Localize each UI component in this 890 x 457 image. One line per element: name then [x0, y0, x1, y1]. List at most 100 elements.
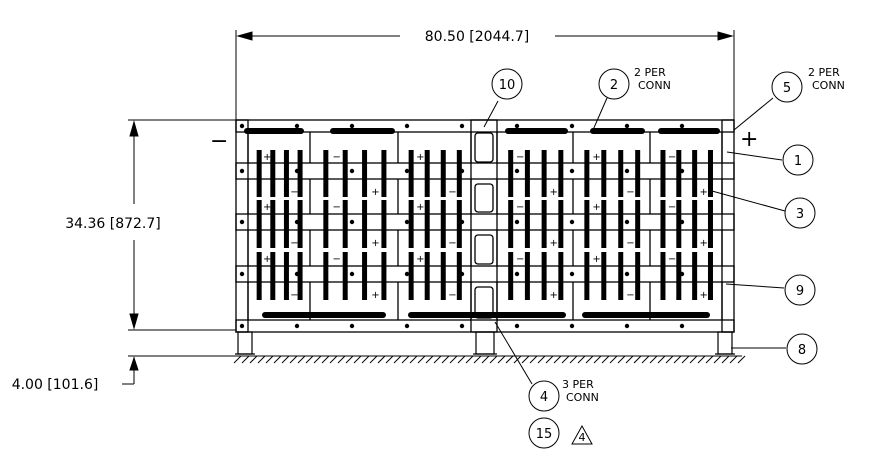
cell-terminal-post: [707, 252, 713, 300]
top-strap: [505, 128, 568, 134]
cell-terminal-post: [270, 200, 276, 248]
connector-straps: [244, 128, 720, 318]
floor-hatch-stroke: [233, 355, 242, 364]
rack-negative-terminal-label: −: [210, 129, 228, 154]
floor-hatch-stroke: [585, 355, 594, 364]
cell-terminal-post: [541, 150, 547, 197]
floor-hatch-stroke: [561, 355, 570, 364]
balloon-5-note-line2: CONN: [812, 79, 845, 92]
floor-hatch-stroke: [409, 355, 418, 364]
cell-terminal-post: [707, 150, 713, 197]
floor-hatch-stroke: [337, 355, 346, 364]
floor-hatch-stroke: [481, 355, 490, 364]
rail-bolt: [239, 168, 245, 174]
cell-terminal-post: [558, 200, 564, 248]
floor-hatch-stroke: [369, 355, 378, 364]
floor-hatch-stroke: [593, 355, 602, 364]
cell-polarity-mark: +: [371, 290, 379, 301]
rail-bolt: [294, 123, 300, 129]
rail-bolt: [239, 219, 245, 225]
rail-bolt: [404, 123, 410, 129]
floor-hatch-stroke: [313, 355, 322, 364]
cell-terminal-post: [440, 200, 446, 248]
cell-terminal-post: [456, 252, 462, 300]
rack-foot: [475, 331, 495, 355]
cell-terminal-post: [424, 150, 430, 197]
height-dimension: [128, 119, 236, 331]
balloon-2-note-line1: 2 PER: [634, 66, 666, 79]
rack-rail: [235, 319, 735, 333]
rail-bolt: [624, 168, 630, 174]
cell-terminal-post: [692, 150, 698, 197]
rack-positive-terminal-label: +: [740, 127, 758, 152]
floor-hatch-stroke: [425, 355, 434, 364]
rack-feet: [235, 331, 735, 355]
cell-polarity-mark: −: [516, 152, 524, 163]
balloon-4: 4: [540, 390, 548, 405]
upright-window: [474, 183, 494, 213]
cell-polarity-mark: −: [626, 290, 634, 301]
floor-hatch-stroke: [345, 355, 354, 364]
floor-hatch-stroke: [249, 355, 258, 364]
cell-terminal-post: [635, 252, 641, 300]
cell-polarity-mark: +: [592, 202, 600, 213]
floor-hatch-stroke: [329, 355, 338, 364]
cell-terminal-post: [408, 252, 414, 300]
cell-terminal-post: [381, 252, 387, 300]
rail-bolt: [624, 219, 630, 225]
rail-bolt: [624, 323, 630, 329]
cell-terminal-post: [692, 200, 698, 248]
cell-polarity-mark: +: [371, 238, 379, 249]
rail-bolt: [569, 123, 575, 129]
floor-hatch-stroke: [609, 355, 618, 364]
cell-terminal-post: [601, 252, 607, 300]
rail-bolt: [239, 323, 245, 329]
floor-hatch-stroke: [625, 355, 634, 364]
balloon-8: 8: [798, 343, 806, 358]
floor-hatch-stroke: [361, 355, 370, 364]
floor-hatch-stroke: [281, 355, 290, 364]
floor-hatch-stroke: [617, 355, 626, 364]
revision-flag-label: 4: [579, 431, 586, 444]
floor-hatch-stroke: [641, 355, 650, 364]
balloon-9: 9: [796, 284, 804, 299]
cell-polarity-mark: +: [700, 238, 708, 249]
cell-terminal-post: [408, 150, 414, 197]
cell-terminal-post: [635, 150, 641, 197]
rail-bolt: [679, 323, 685, 329]
balloon-3: 3: [796, 207, 804, 222]
cell-terminal-post: [601, 200, 607, 248]
callout-leaders: [483, 97, 786, 385]
cell-terminal-post: [342, 252, 348, 300]
upright-window: [474, 132, 494, 163]
rail-bolt: [514, 271, 520, 277]
floor-hatch-stroke: [649, 355, 658, 364]
standoff-dimension-label: 4.00 [101.6]: [12, 377, 99, 393]
cell-terminal-post: [524, 252, 530, 300]
floor-hatch-stroke: [529, 355, 538, 364]
rail-bolt: [459, 323, 465, 329]
rail-bolt: [404, 168, 410, 174]
cell-polarity-mark: −: [626, 187, 634, 198]
cell-polarity-mark: +: [549, 290, 557, 301]
bottom-strap: [262, 312, 386, 318]
floor-hatch-stroke: [665, 355, 674, 364]
floor-hatch-stroke: [569, 355, 578, 364]
balloon-4-note-line2: CONN: [566, 391, 599, 404]
cell-terminal-post: [256, 200, 262, 248]
rail-bolt: [514, 123, 520, 129]
width-dimension: [235, 30, 735, 125]
balloon-1: 1: [794, 154, 802, 169]
floor-hatch-stroke: [577, 355, 586, 364]
top-strap: [330, 128, 395, 134]
cell-terminal-post: [256, 252, 262, 300]
floor-hatch-stroke: [465, 355, 474, 364]
floor-hatch-stroke: [473, 355, 482, 364]
floor-hatch-stroke: [401, 355, 410, 364]
rail-bolt: [349, 219, 355, 225]
floor-hatch-stroke: [713, 355, 722, 364]
floor-hatch-stroke: [729, 355, 738, 364]
rail-bolt: [404, 219, 410, 225]
cell-terminal-post: [424, 200, 430, 248]
bottom-strap: [582, 312, 710, 318]
